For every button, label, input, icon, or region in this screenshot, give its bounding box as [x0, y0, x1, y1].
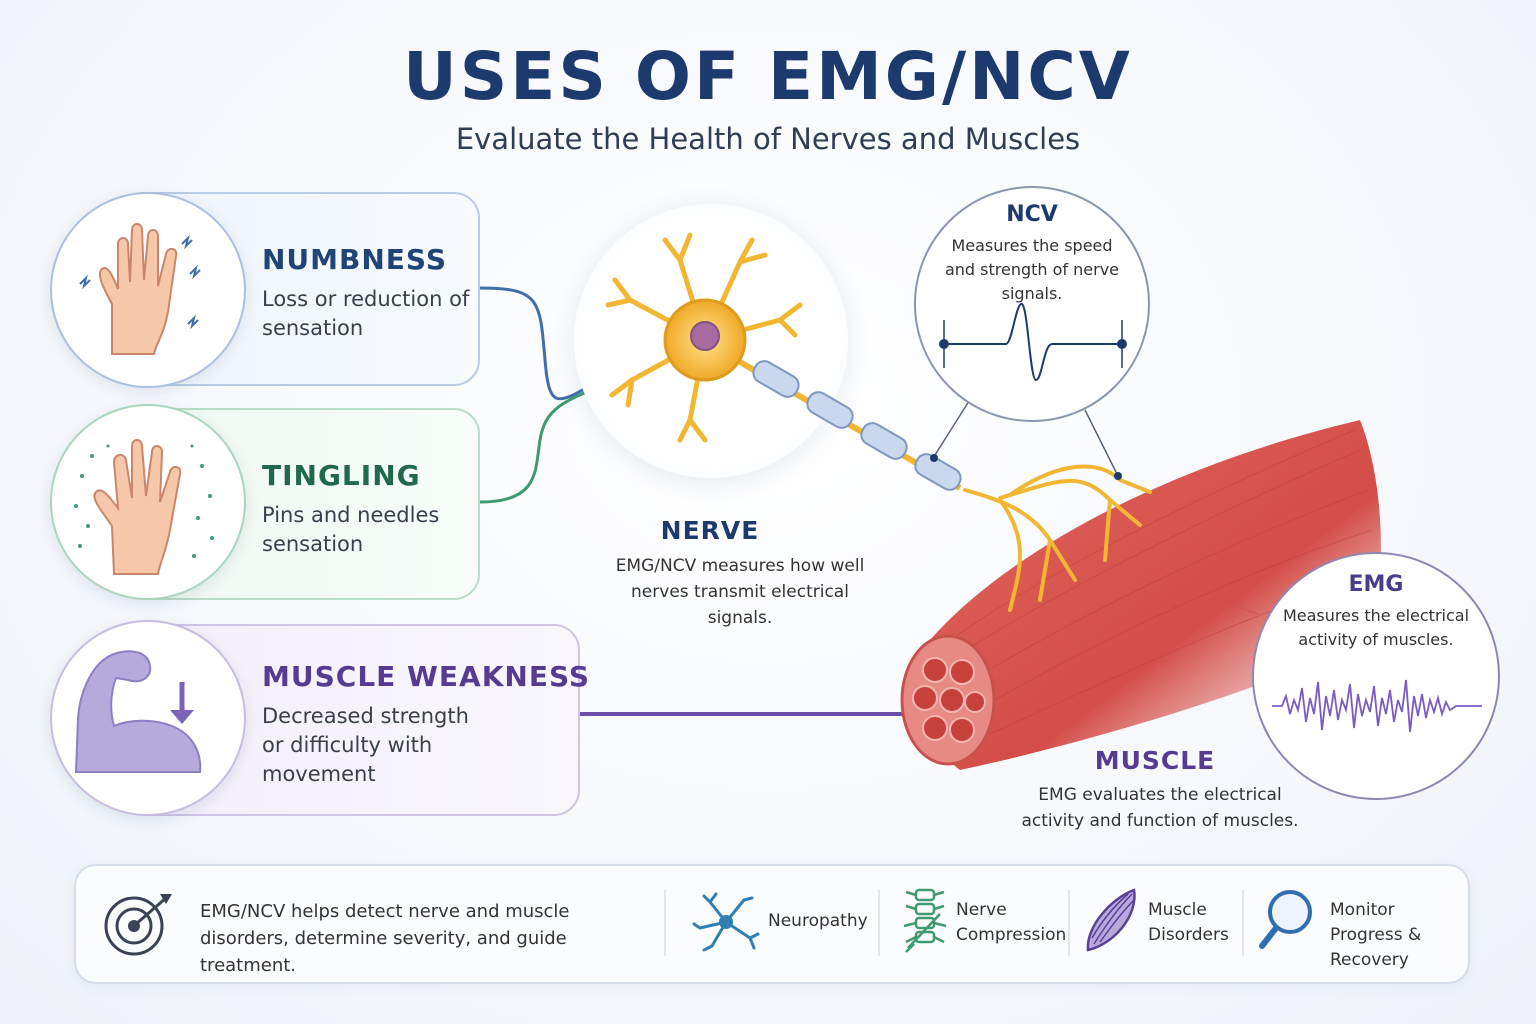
weak-arm-icon: [50, 620, 246, 816]
muscle-striations: [949, 429, 1373, 746]
numbness-desc: Loss or reduction of sensation: [262, 287, 470, 340]
bottom-divider: [664, 890, 666, 956]
muscle-desc: EMG evaluates the electrical activity an…: [1021, 785, 1299, 831]
nerve-compression-label: Nerve Compression: [956, 898, 1066, 948]
target-icon: [104, 894, 172, 956]
bottom-divider: [1068, 890, 1070, 956]
numbness-title: NUMBNESS: [262, 243, 448, 276]
axon-terminals: [963, 464, 1152, 612]
nerve-compression-text: Nerve Compression: [956, 900, 1067, 945]
muscle-fascicles: [912, 657, 986, 743]
ncv-desc: Measures the speed and strength of nerve…: [944, 236, 1120, 303]
myelin-sheaths: [752, 360, 962, 491]
muscle-weakness-desc: Decreased strength or difficulty with mo…: [262, 704, 469, 786]
page-subtitle: Evaluate the Health of Nerves and Muscle…: [455, 122, 1081, 156]
ncv-pointer-dot-left: [930, 454, 938, 462]
neuropathy-label: Neuropathy: [768, 911, 868, 931]
emg-title: EMG: [1348, 572, 1404, 597]
magnifier-icon: [1259, 890, 1312, 949]
tingling-desc: Pins and needles sensation: [262, 503, 440, 556]
emg-waveform-icon: [1272, 679, 1482, 733]
ncv-pointer-right: [1084, 409, 1119, 477]
ncv-waveform-icon: [939, 302, 1127, 382]
bottom-divider: [878, 890, 880, 956]
muscle-disorders-text: Muscle Disorders: [1148, 900, 1229, 945]
nerve-desc: EMG/NCV measures how well nerves transmi…: [615, 556, 865, 628]
tingling-hand-icon: [50, 404, 246, 600]
ncv-callout: [914, 186, 1150, 422]
ncv-pointer-dot-right: [1114, 472, 1122, 480]
bottom-summary-bar: [74, 864, 1470, 984]
ncv-title: NCV: [1006, 202, 1058, 227]
tingling-connector: [479, 378, 621, 504]
page-title: USES OF EMG/NCV: [403, 38, 1133, 115]
monitor-progress-label: Monitor Progress & Recovery: [1330, 898, 1464, 973]
emg-desc: Measures the electrical activity of musc…: [1282, 606, 1470, 649]
monitor-progress-text: Monitor Progress & Recovery: [1330, 900, 1422, 970]
numb-hand-icon: [50, 192, 246, 388]
bottom-summary-text: EMG/NCV helps detect nerve and muscle di…: [200, 901, 570, 976]
spine-icon: [903, 888, 947, 953]
muscle-title: MUSCLE: [1094, 746, 1216, 775]
neuron-nucleus: [690, 321, 720, 351]
numbness-connector: [479, 286, 621, 401]
bottom-divider: [1242, 890, 1244, 956]
tingling-title: TINGLING: [262, 459, 421, 492]
neuron-icon: [692, 892, 760, 952]
nerve-title: NERVE: [660, 516, 760, 545]
muscle-fiber-icon: [1086, 888, 1136, 952]
emg-callout: [1252, 552, 1500, 800]
muscle-weakness-title: MUSCLE WEAKNESS: [262, 660, 591, 693]
muscle-disorders-label: Muscle Disorders: [1148, 898, 1238, 948]
